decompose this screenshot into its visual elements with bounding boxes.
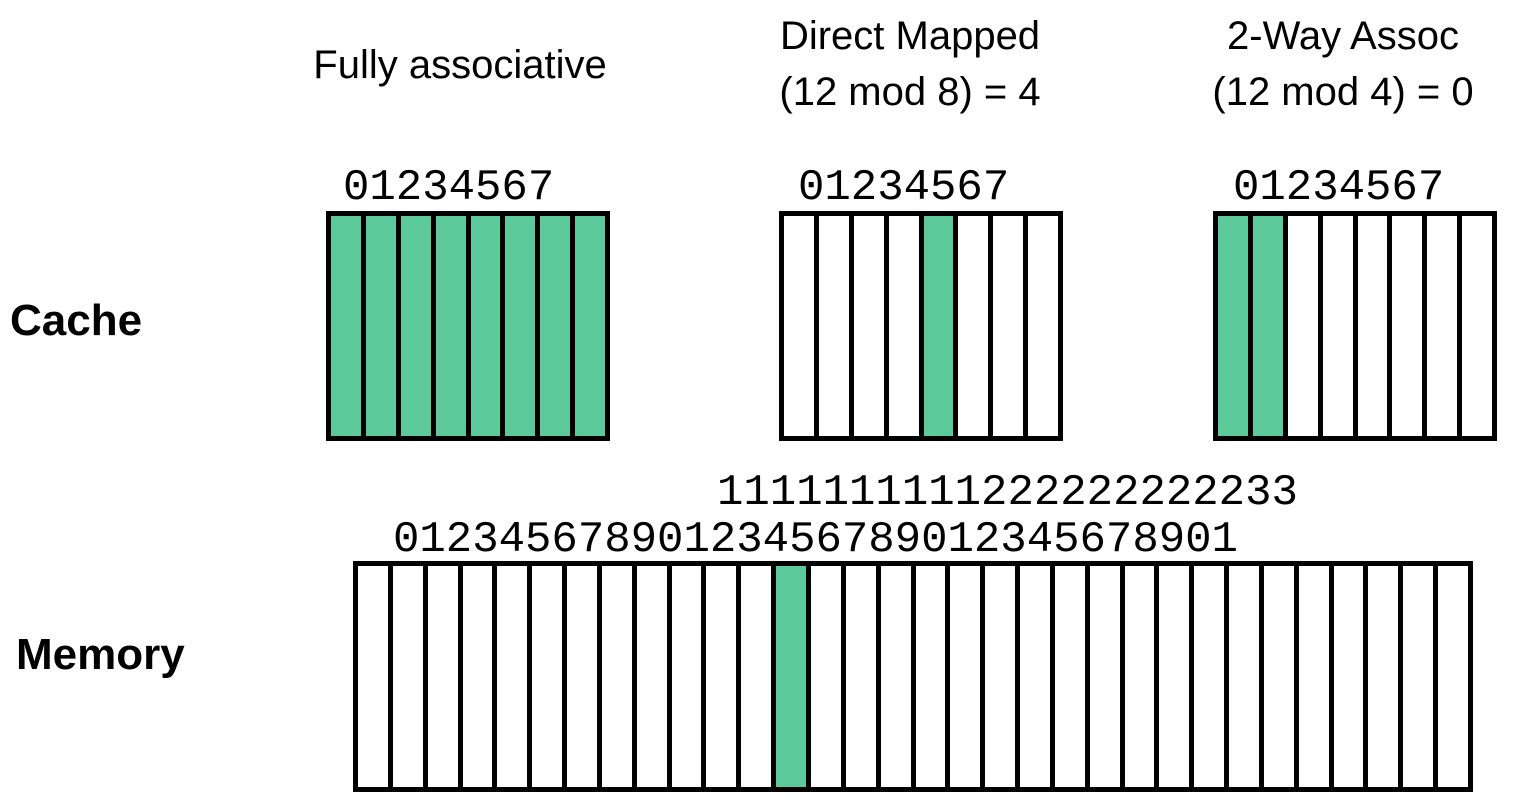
- slot-8: [636, 566, 672, 787]
- highlighted-slot-3: [435, 216, 471, 436]
- memory-row-label: Memory: [16, 630, 185, 679]
- slot-0: [358, 566, 393, 787]
- slot-5: [958, 216, 994, 436]
- direct-mapped-cache: [779, 211, 1063, 441]
- slot-7: [601, 566, 637, 787]
- slot-7: [1028, 216, 1058, 436]
- slot-2: [427, 566, 463, 787]
- slot-25: [1229, 566, 1264, 787]
- direct-mapped-indices: 01234567: [798, 163, 1010, 213]
- slot-31: [1438, 566, 1468, 787]
- fully-associative-title-line1: Fully associative: [313, 43, 607, 87]
- memory-blocks: [353, 561, 1473, 792]
- slot-7: [1462, 216, 1492, 436]
- slot-4: [1357, 216, 1393, 436]
- direct-mapped-title-line1: Direct Mapped: [779, 14, 1041, 58]
- slot-26: [1263, 566, 1299, 787]
- slot-15: [880, 566, 916, 787]
- slot-19: [1020, 566, 1055, 787]
- slot-16: [915, 566, 951, 787]
- memory-indices-ones: 01234567890123456789012345678901: [393, 515, 1238, 565]
- slot-6: [567, 566, 602, 787]
- two-way-assoc-title: 2-Way Assoc (12 mod 4) = 0: [1178, 8, 1508, 120]
- slot-5: [1392, 216, 1428, 436]
- two-way-assoc-title-line2: (12 mod 4) = 0: [1212, 70, 1474, 114]
- fully-associative-cache: [326, 211, 610, 441]
- slot-29: [1368, 566, 1404, 787]
- highlighted-slot-1: [365, 216, 401, 436]
- slot-6: [993, 216, 1029, 436]
- two-way-assoc-indices: 01234567: [1233, 163, 1445, 213]
- direct-mapped-title-line2: (12 mod 8) = 4: [779, 70, 1041, 114]
- slot-3: [1322, 216, 1358, 436]
- slot-5: [532, 566, 568, 787]
- slot-4: [497, 566, 533, 787]
- highlighted-slot-4: [923, 216, 959, 436]
- highlighted-slot-0: [1218, 216, 1253, 436]
- slot-28: [1333, 566, 1369, 787]
- slot-10: [706, 566, 742, 787]
- highlighted-slot-7: [575, 216, 605, 436]
- cache-row-label: Cache: [10, 296, 143, 345]
- slot-1: [818, 216, 854, 436]
- slot-3: [888, 216, 924, 436]
- highlighted-slot-5: [505, 216, 541, 436]
- highlighted-slot-1: [1252, 216, 1288, 436]
- slot-1: [392, 566, 428, 787]
- slot-20: [1054, 566, 1090, 787]
- slot-2: [853, 216, 889, 436]
- highlighted-slot-6: [540, 216, 576, 436]
- slot-27: [1298, 566, 1334, 787]
- fully-associative-title: Fully associative: [295, 37, 625, 93]
- highlighted-slot-2: [400, 216, 436, 436]
- highlighted-slot-0: [331, 216, 366, 436]
- memory-indices-tens: 1111111111222222222233: [717, 468, 1298, 518]
- slot-2: [1287, 216, 1323, 436]
- slot-21: [1089, 566, 1125, 787]
- slot-14: [845, 566, 881, 787]
- slot-17: [950, 566, 986, 787]
- highlighted-slot-4: [470, 216, 506, 436]
- fully-associative-indices: 01234567: [343, 163, 555, 213]
- slot-30: [1403, 566, 1439, 787]
- slot-0: [784, 216, 819, 436]
- slot-24: [1194, 566, 1230, 787]
- slot-18: [985, 566, 1021, 787]
- slot-11: [741, 566, 777, 787]
- direct-mapped-title: Direct Mapped (12 mod 8) = 4: [745, 8, 1075, 120]
- highlighted-slot-12: [776, 566, 811, 787]
- two-way-assoc-title-line1: 2-Way Assoc: [1227, 14, 1459, 58]
- slot-23: [1159, 566, 1195, 787]
- slot-6: [1427, 216, 1463, 436]
- slot-3: [462, 566, 498, 787]
- slot-9: [671, 566, 707, 787]
- two-way-assoc-cache: [1213, 211, 1497, 441]
- slot-13: [810, 566, 846, 787]
- slot-22: [1124, 566, 1160, 787]
